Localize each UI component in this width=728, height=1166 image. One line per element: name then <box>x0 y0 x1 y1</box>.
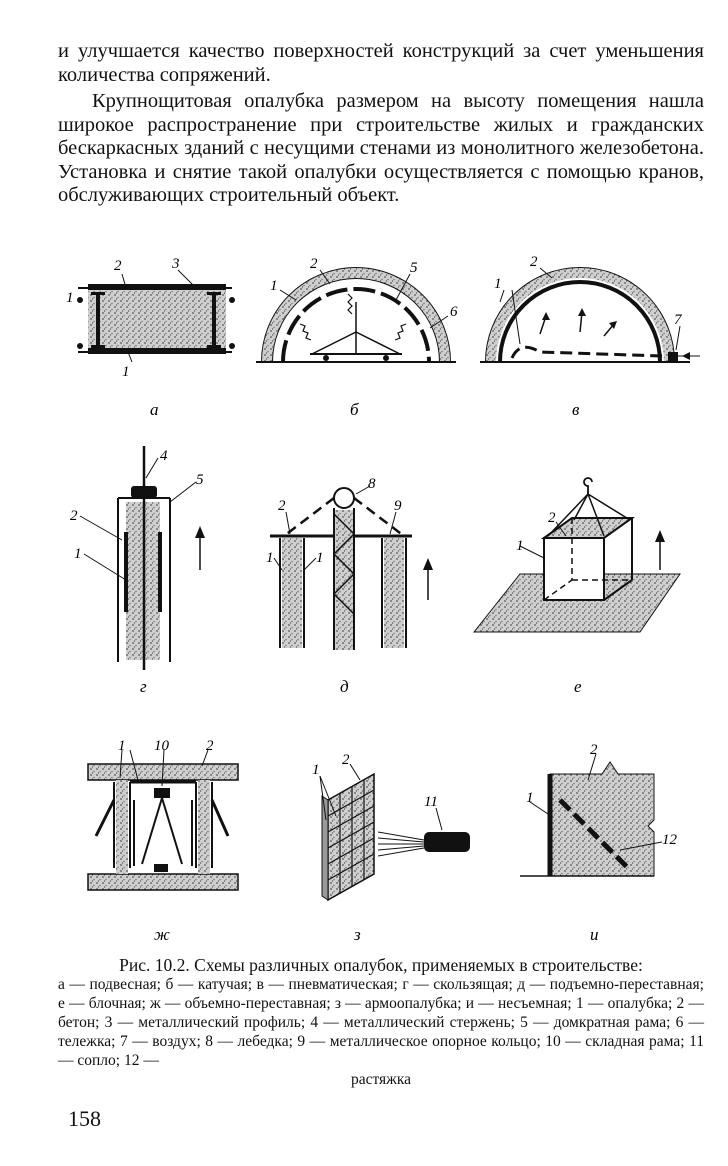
callout-number: 1 <box>118 738 126 754</box>
caption-last-line: растяжка <box>350 1071 412 1088</box>
panel-label-d: д <box>340 677 349 696</box>
panel-label-a: а <box>150 400 159 419</box>
callout-number: 8 <box>368 476 376 492</box>
callout-number: 5 <box>410 260 418 276</box>
callout-number: 1 <box>122 364 130 380</box>
callout-number: 1 <box>516 538 524 554</box>
callout-number: 2 <box>278 498 286 514</box>
panel-label-i: и <box>590 925 599 944</box>
callout-number: 1 <box>74 546 82 562</box>
diagram-suspended-formwork <box>77 269 235 363</box>
diagram-sliding-formwork <box>79 446 205 670</box>
callout-number: 1 <box>494 276 502 292</box>
body-paragraph-2: Крупнощитовая опалубка размером на высот… <box>58 90 704 206</box>
callout-number: 7 <box>674 312 683 328</box>
diagram-reinforced-formwork <box>319 763 470 902</box>
body-paragraph-1: и улучшается качество поверхностей конст… <box>58 40 704 86</box>
diagram-block-formwork <box>472 477 681 633</box>
caption-title: Рис. 10.2. Схемы различных опалубок, при… <box>119 955 643 975</box>
callout-number: 2 <box>342 752 350 768</box>
callout-number: 1 <box>66 290 74 306</box>
callout-number: 10 <box>154 738 170 754</box>
callout-number: 3 <box>171 256 180 272</box>
callout-number: 2 <box>114 258 122 274</box>
callout-number: 5 <box>196 472 204 488</box>
callout-number: 2 <box>70 508 78 524</box>
callout-number: 2 <box>590 742 598 758</box>
callout-number: 12 <box>662 832 678 848</box>
panel-label-z: з <box>353 925 361 944</box>
callout-number: 6 <box>450 304 458 320</box>
diagram-rolling-formwork <box>256 267 456 363</box>
callout-number: 1 <box>266 550 274 566</box>
callout-number: 1 <box>316 550 324 566</box>
callout-number: 4 <box>160 448 168 464</box>
callout-number: 11 <box>424 794 438 810</box>
panel-label-v: в <box>572 400 580 419</box>
diagram-permanent-formwork <box>520 753 663 877</box>
panel-label-g: г <box>140 677 147 696</box>
caption-legend: а — подвесная; б — катучая; в — пневмати… <box>58 976 704 1069</box>
figure-caption: Рис. 10.2. Схемы различных опалубок, при… <box>58 956 704 1089</box>
callout-number: 2 <box>310 256 318 272</box>
diagram-volumetric-formwork <box>87 749 239 891</box>
callout-number: 1 <box>270 278 278 294</box>
diagram-pneumatic-formwork <box>480 267 700 363</box>
page-number: 158 <box>68 1106 101 1131</box>
callout-number: 1 <box>312 762 320 778</box>
callout-number: 2 <box>548 510 556 526</box>
callout-number: 2 <box>530 254 538 270</box>
callout-number: 9 <box>394 498 402 514</box>
panel-label-e: е <box>574 677 582 696</box>
formwork-figure: а б в г д е ж з и 1 2 3 1 1 2 5 6 1 2 7 … <box>66 254 700 944</box>
callout-number: 2 <box>206 738 214 754</box>
diagram-lift-formwork <box>270 485 433 650</box>
callout-number: 1 <box>526 790 534 806</box>
panel-label-b: б <box>350 400 359 419</box>
panel-label-zh: ж <box>154 925 170 944</box>
